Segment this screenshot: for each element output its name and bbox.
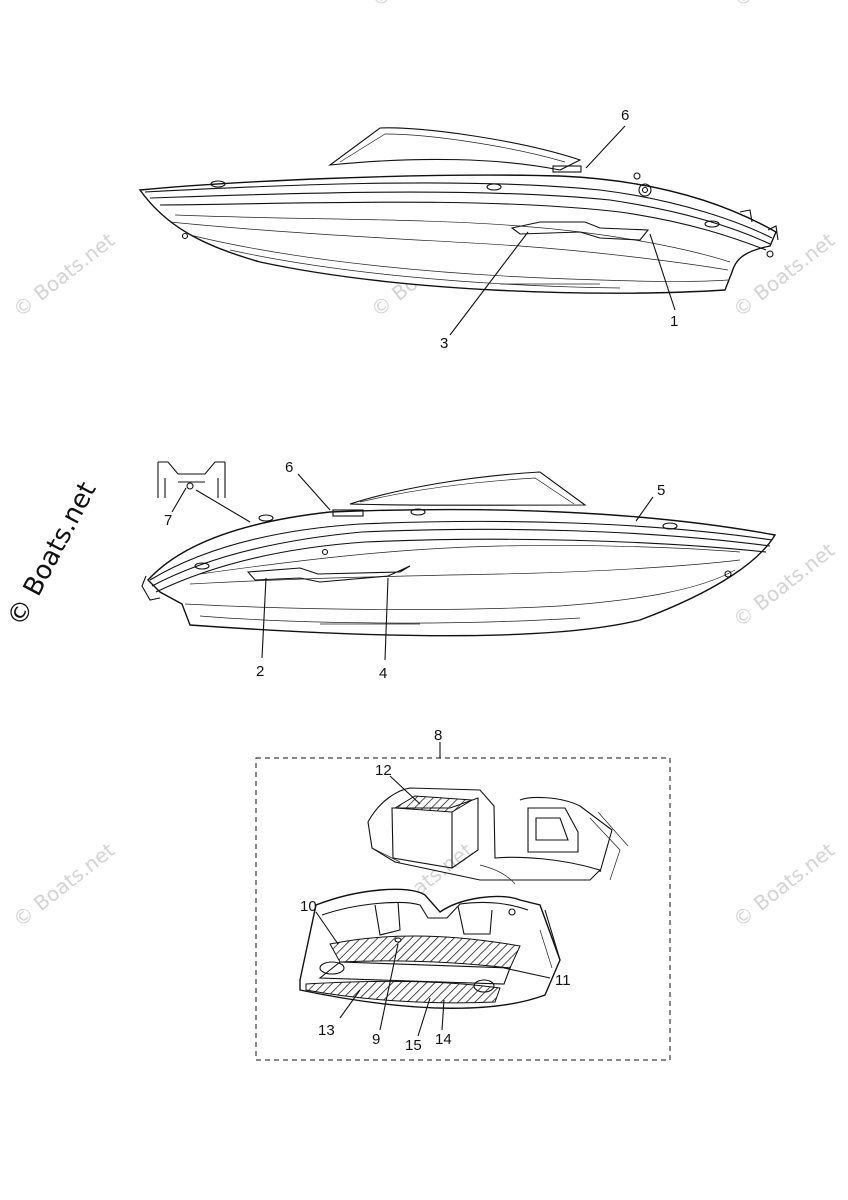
callout-6-bottom: 6 — [285, 459, 293, 476]
callout-3: 3 — [440, 335, 448, 352]
boat-starboard-view — [138, 125, 779, 336]
callout-5: 5 — [657, 482, 665, 499]
leader-13 — [339, 989, 361, 1019]
callout-9: 9 — [372, 1031, 380, 1048]
callout-10: 10 — [300, 898, 317, 915]
boat-port-view — [141, 461, 777, 661]
leader-10 — [315, 911, 339, 945]
leader-7-link — [195, 489, 251, 523]
leader-7 — [171, 487, 187, 513]
kit-boundary — [255, 757, 671, 1061]
leader-2 — [261, 577, 267, 659]
callout-4: 4 — [379, 665, 387, 682]
callout-11: 11 — [555, 972, 571, 989]
callout-8: 8 — [434, 727, 442, 744]
mat-12-hatch — [393, 795, 474, 813]
stern-inset — [157, 461, 251, 523]
callout-14: 14 — [435, 1031, 452, 1048]
callout-1: 1 — [670, 313, 678, 330]
leader-4 — [384, 577, 389, 661]
watermark: © Boats.net — [8, 838, 119, 932]
leader-5 — [635, 496, 654, 522]
leader-9 — [379, 943, 399, 1031]
watermark: © Boats.net — [728, 0, 839, 12]
callout-7: 7 — [164, 512, 172, 529]
mat-kit-detail — [255, 742, 671, 1061]
leader-6b — [297, 473, 331, 511]
watermark: © Boats.net — [728, 838, 839, 932]
leader-12 — [389, 775, 421, 805]
callout-12: 12 — [375, 762, 392, 779]
leader-1 — [649, 233, 676, 311]
leader-6a — [585, 125, 626, 169]
watermark: © Boats.net — [8, 228, 119, 322]
watermark-main: © Boats.net — [2, 477, 103, 631]
callout-2: 2 — [256, 663, 264, 680]
callout-6-top: 6 — [621, 107, 629, 124]
mat-15-hatch — [305, 980, 501, 1004]
leader-11 — [503, 967, 551, 979]
callout-15: 15 — [405, 1037, 422, 1054]
leader-15 — [417, 997, 431, 1037]
callout-13: 13 — [318, 1022, 335, 1039]
leader-3 — [449, 231, 529, 336]
watermarks: © Boats.net © Boats.net © Boats.net © Bo… — [2, 0, 840, 932]
watermark: © Boats.net — [366, 0, 477, 12]
leader-14 — [441, 999, 445, 1031]
